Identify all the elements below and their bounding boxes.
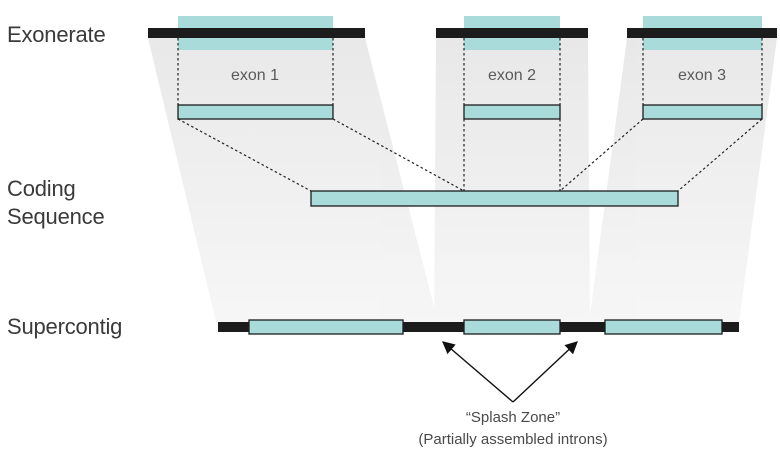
supercontig-exon-2	[463, 319, 561, 335]
exonerate-genome-bar-2	[436, 28, 588, 38]
supercontig-exon-3	[604, 319, 723, 335]
exon-box-2	[463, 104, 561, 120]
coding-sequence-bar	[310, 190, 679, 207]
exon-label-1: exon 1	[230, 67, 280, 84]
supercontig-track	[218, 319, 739, 335]
exon-box-3	[642, 104, 763, 120]
exonerate-label: Exonerate	[7, 22, 106, 47]
arrow-right	[512, 341, 578, 403]
splash-zone-caption-line2: (Partially assembled introns)	[418, 431, 608, 448]
exonerate-bars	[148, 16, 777, 50]
exon-boxes	[177, 104, 763, 120]
exon-label-3: exon 3	[677, 67, 727, 84]
supercontig-exon-1	[248, 319, 404, 335]
arrow-left	[442, 341, 514, 403]
exon-box-1	[177, 104, 334, 120]
coding-sequence-label-line1: Coding	[7, 176, 76, 201]
exonerate-genome-bar-3	[627, 28, 777, 38]
supercontig-label: Supercontig	[7, 314, 123, 339]
exonerate-genome-bar-1	[148, 28, 365, 38]
splash-zone-caption-line1: “Splash Zone”	[465, 409, 561, 426]
exon-dotted-guides	[177, 38, 763, 105]
splash-zone-arrows	[442, 341, 578, 403]
exon-label-2: exon 2	[487, 67, 537, 84]
coding-sequence-label-line2: Sequence	[7, 204, 105, 229]
coding-dotted-guides	[177, 118, 763, 192]
